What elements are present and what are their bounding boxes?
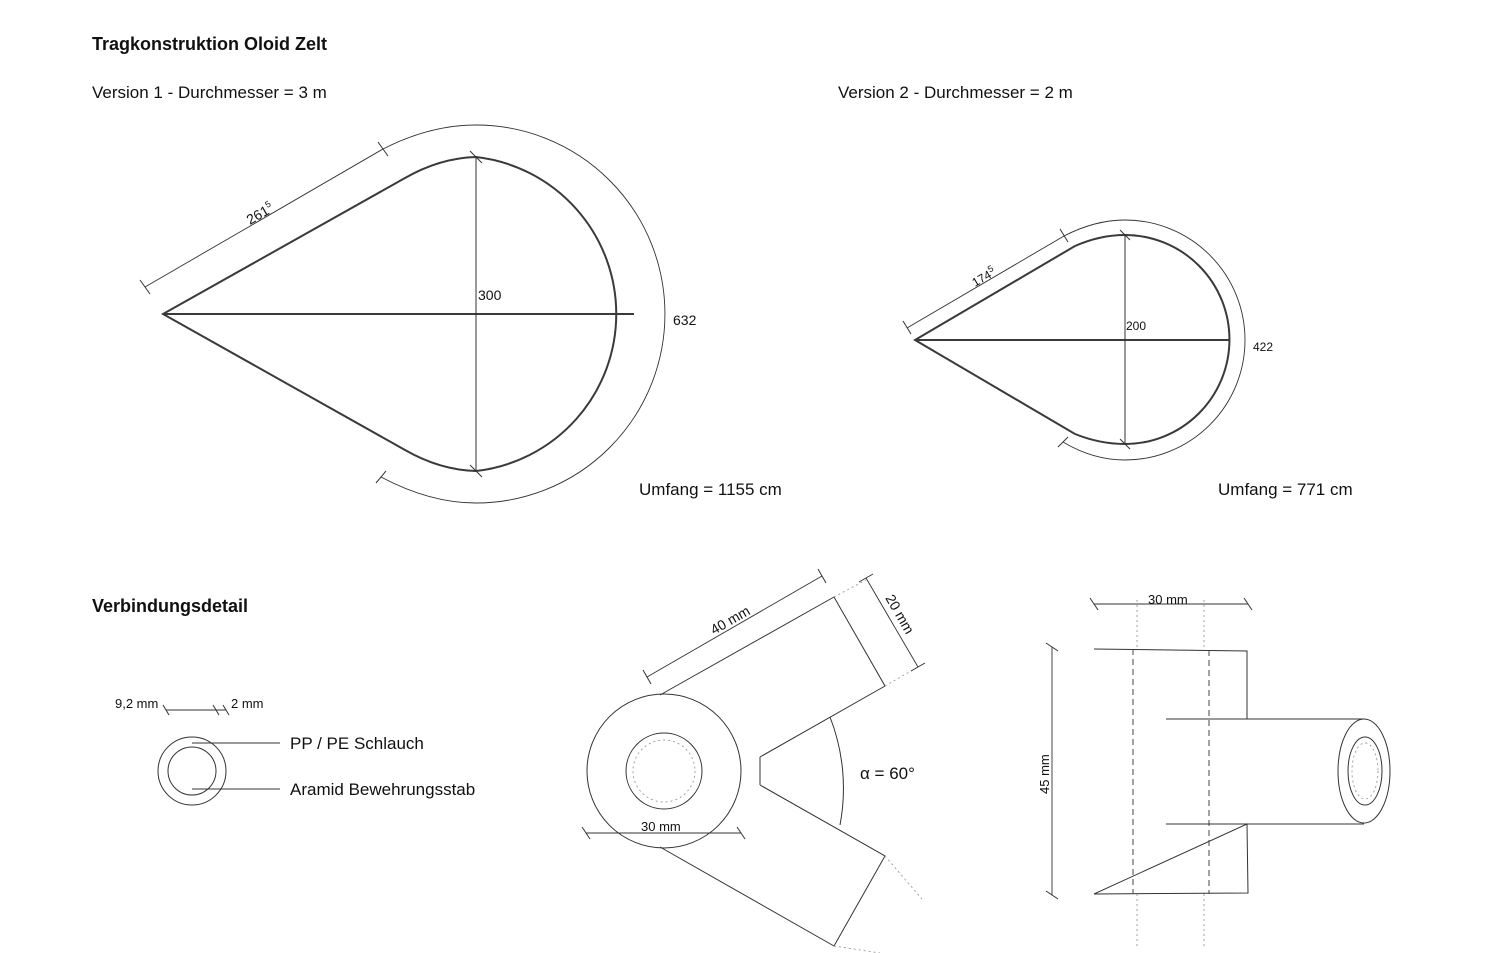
dim-outer-label: 9,2 mm (115, 696, 158, 711)
arm-length-label: 40 mm (708, 602, 753, 637)
side-length-v1: 2615 (243, 199, 276, 228)
perimeter-v2: Umfang = 771 cm (1218, 480, 1353, 499)
hub-diameter-label: 30 mm (641, 819, 681, 834)
tube-cross-section: PP / PE Schlauch Aramid Bewehrungsstab 9… (115, 696, 475, 806)
hub-outer (586, 693, 742, 849)
arc-dimension-v1 (380, 124, 666, 504)
arm-end-inner (1347, 736, 1383, 806)
diameter-value-v2: 200 (1126, 319, 1146, 333)
arm-width-label: 20 mm (882, 592, 917, 637)
arm-length-dim (646, 575, 823, 678)
label-pp-pe: PP / PE Schlauch (290, 734, 424, 753)
diameter-value-v1: 300 (478, 287, 502, 303)
detail-heading: Verbindungsdetail (92, 596, 248, 616)
hub-inner (625, 732, 703, 810)
arm-width-dim (865, 577, 919, 668)
joint-top-view: α = 60° 40 mm 20 mm 30 mm (581, 568, 926, 953)
angle-label: α = 60° (860, 764, 915, 783)
angle-arc (829, 716, 844, 826)
joint-side-view: 30 mm 45 mm (1037, 592, 1391, 948)
page-title: Tragkonstruktion Oloid Zelt (92, 34, 327, 54)
hub-core (632, 739, 696, 803)
version2-drawing: 1745 200 422 Umfang = 771 cm (902, 219, 1353, 499)
sleeve-body (1093, 648, 1249, 895)
side-dimension-line-v2 (906, 235, 1065, 329)
version1-label: Version 1 - Durchmesser = 3 m (92, 83, 327, 102)
inner-rod-circle (167, 746, 217, 796)
arc-length-v1: 632 (673, 312, 697, 328)
label-aramid: Aramid Bewehrungsstab (290, 780, 475, 799)
side-dimension-line-v1 (144, 148, 384, 288)
arm-end-core (1351, 742, 1379, 800)
upper-arm (659, 596, 886, 758)
version1-drawing: 2615 300 632 Umfang = 1155 cm (139, 124, 782, 504)
outer-tube-circle (157, 736, 227, 806)
height-label: 45 mm (1037, 754, 1052, 794)
width-label: 30 mm (1148, 592, 1188, 607)
side-length-v2: 1745 (969, 263, 999, 289)
arc-length-v2: 422 (1253, 340, 1273, 354)
lower-arm (659, 784, 886, 947)
dim-wall-label: 2 mm (231, 696, 264, 711)
perimeter-v1: Umfang = 1155 cm (639, 480, 782, 499)
version2-label: Version 2 - Durchmesser = 2 m (838, 83, 1073, 102)
arc-dimension-v2 (1062, 219, 1246, 461)
arm-end-outer (1337, 718, 1391, 824)
